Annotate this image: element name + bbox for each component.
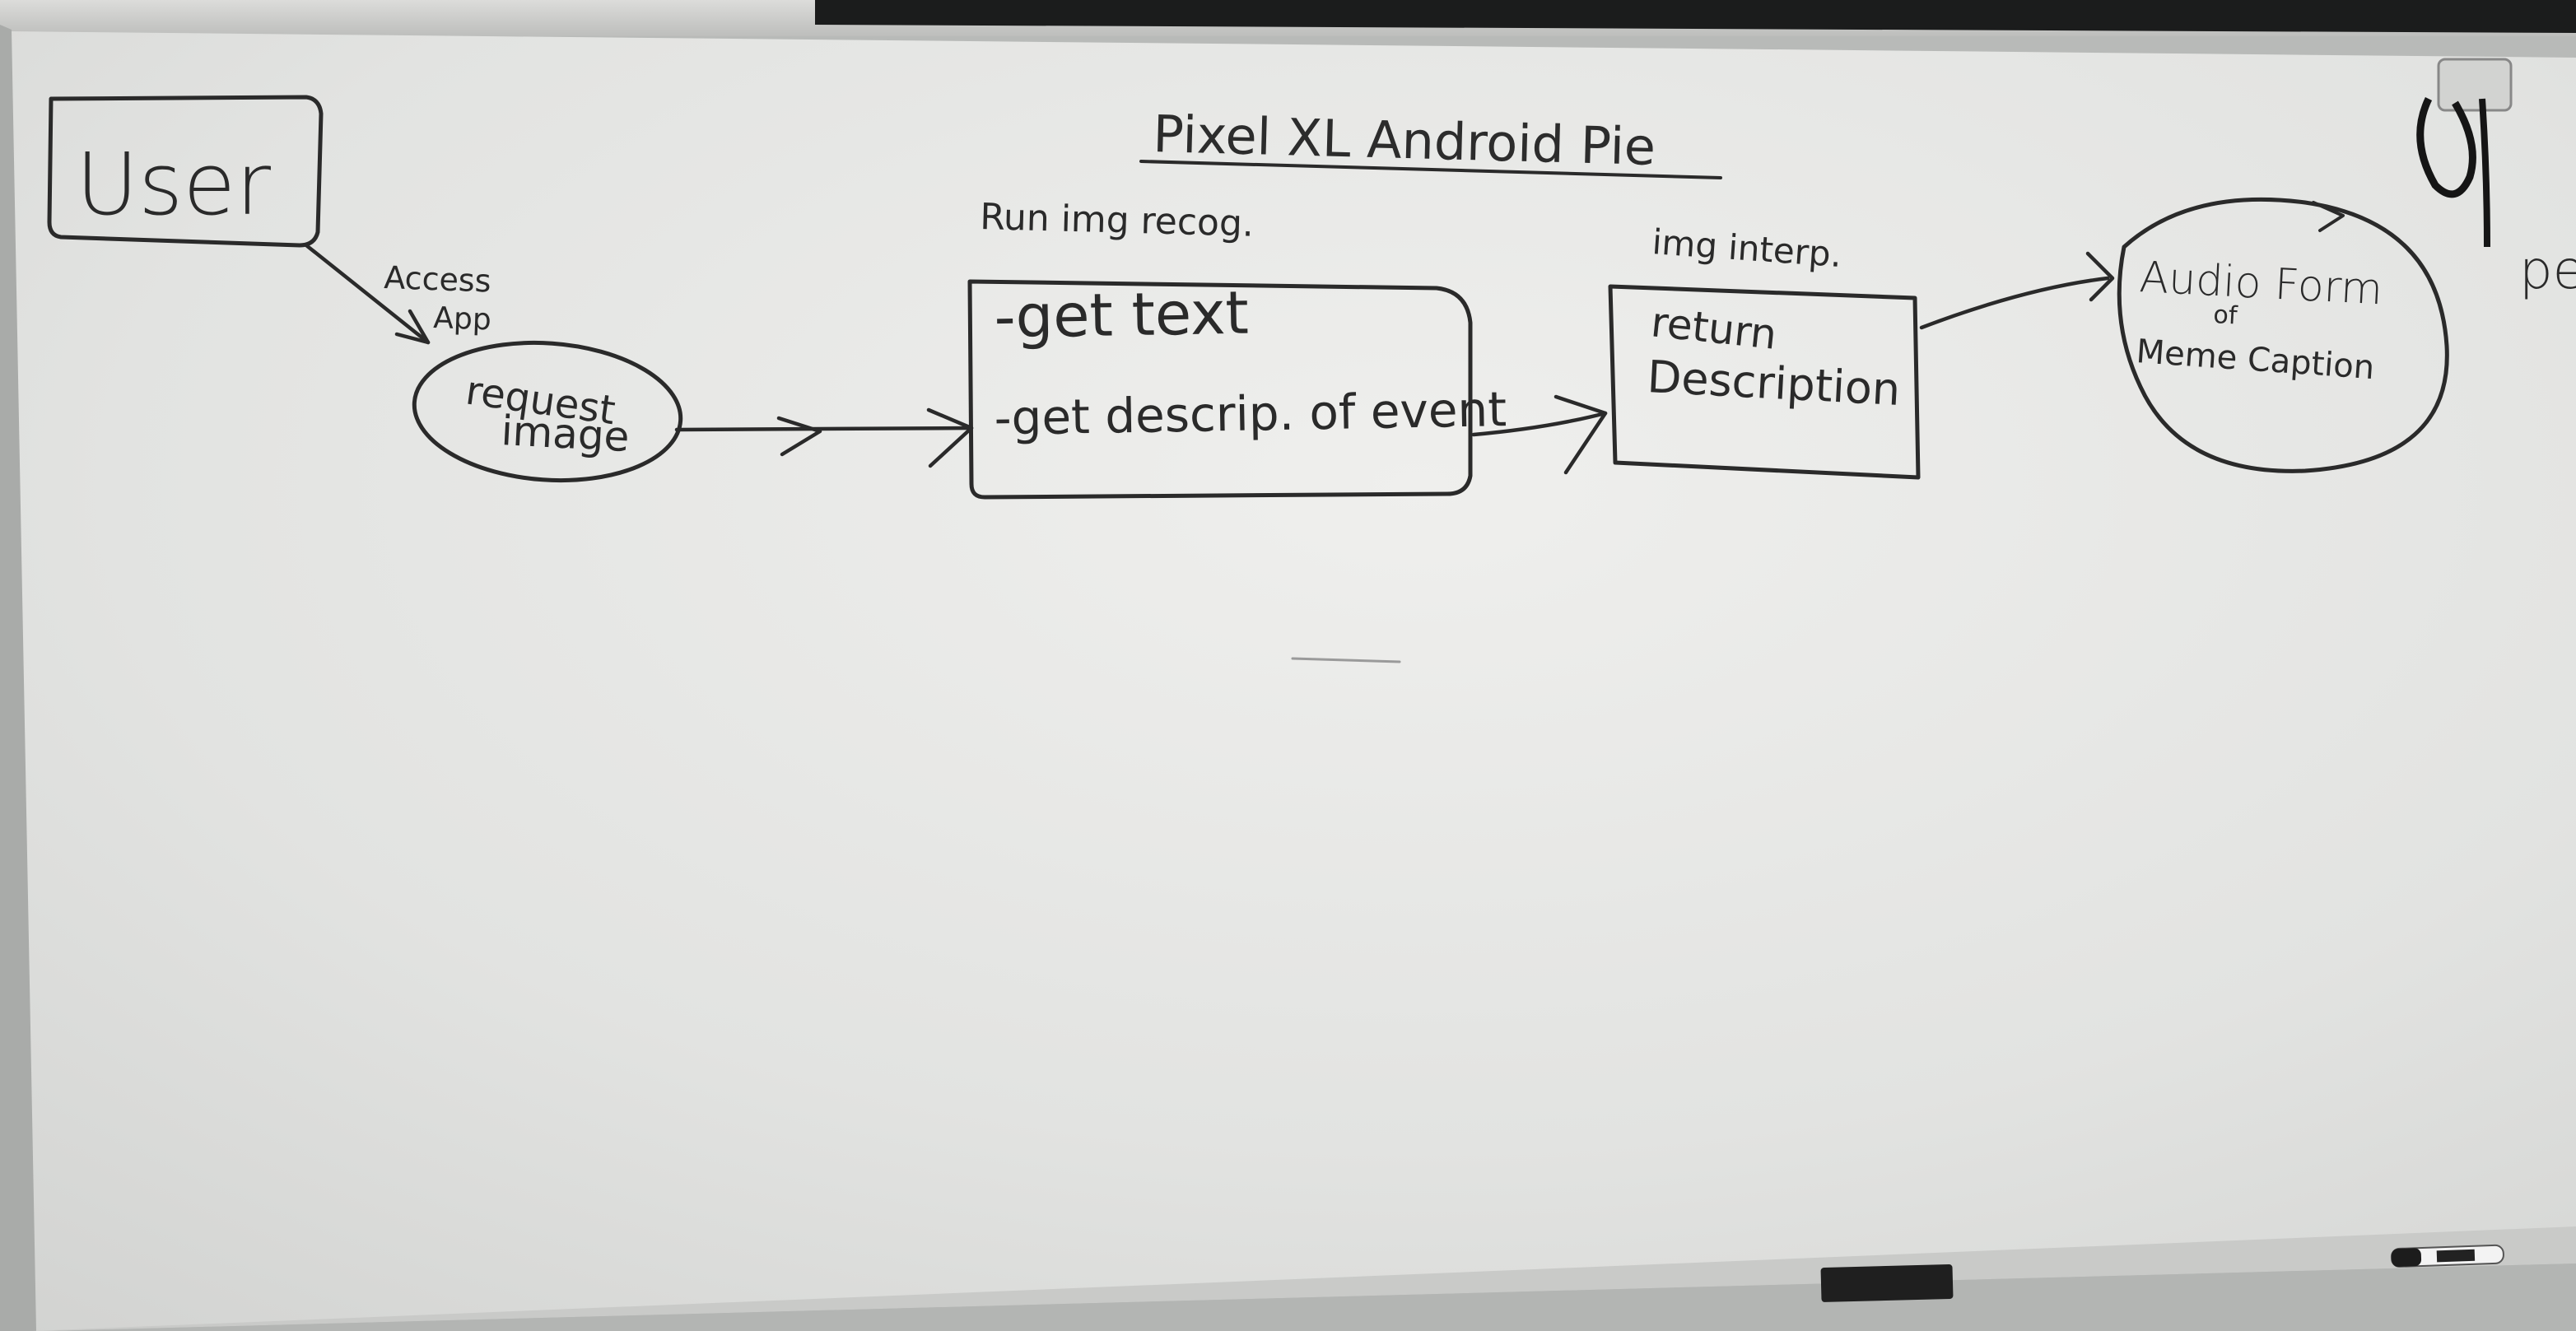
request-ellipse <box>412 340 683 483</box>
audio-line2: of <box>2213 300 2239 331</box>
arrowhead-interpretation-to-audio <box>2085 251 2115 302</box>
audio-circle <box>2117 197 2449 473</box>
user-label: User <box>76 134 271 235</box>
arrow-user-to-request <box>304 243 431 345</box>
arrowhead-user-to-request <box>394 309 431 345</box>
recognition-header: Run img recog. <box>980 196 1255 245</box>
marker-tray <box>33 1226 2576 1331</box>
audio-circle-tick <box>2312 201 2345 232</box>
arrowhead-mid-request <box>776 416 822 457</box>
cut-off-text: pe <box>2519 240 2576 301</box>
board-left-frame <box>0 25 36 1331</box>
app-label: App <box>433 301 492 337</box>
arrow-interpretation-to-audio <box>1919 276 2110 330</box>
diagram-strokes <box>47 95 2449 663</box>
title-underline <box>1139 160 1722 179</box>
recognition-line2: -get descrip. of event <box>994 381 1507 446</box>
access-label: Access <box>384 259 492 300</box>
interpretation-box-outline <box>1608 284 1921 480</box>
recognition-line1: -get text <box>994 278 1250 351</box>
request-line2: image <box>500 407 631 461</box>
eraser <box>1820 1264 1954 1302</box>
marker <box>2390 1244 2504 1268</box>
projector-housing <box>815 0 2576 33</box>
board-clip <box>2416 58 2513 248</box>
whiteboard-surface <box>7 31 2576 1331</box>
recognition-box-outline <box>967 279 1473 500</box>
user-box-outline <box>47 95 324 248</box>
arrow-request-to-recognition <box>674 426 974 432</box>
arrowhead-recognition-to-interpretation <box>1554 394 1608 475</box>
diagram-title: Pixel XL Android Pie <box>1153 104 1656 177</box>
faint-smudge <box>1291 657 1401 663</box>
arrow-recognition-to-interpretation <box>1471 411 1608 437</box>
